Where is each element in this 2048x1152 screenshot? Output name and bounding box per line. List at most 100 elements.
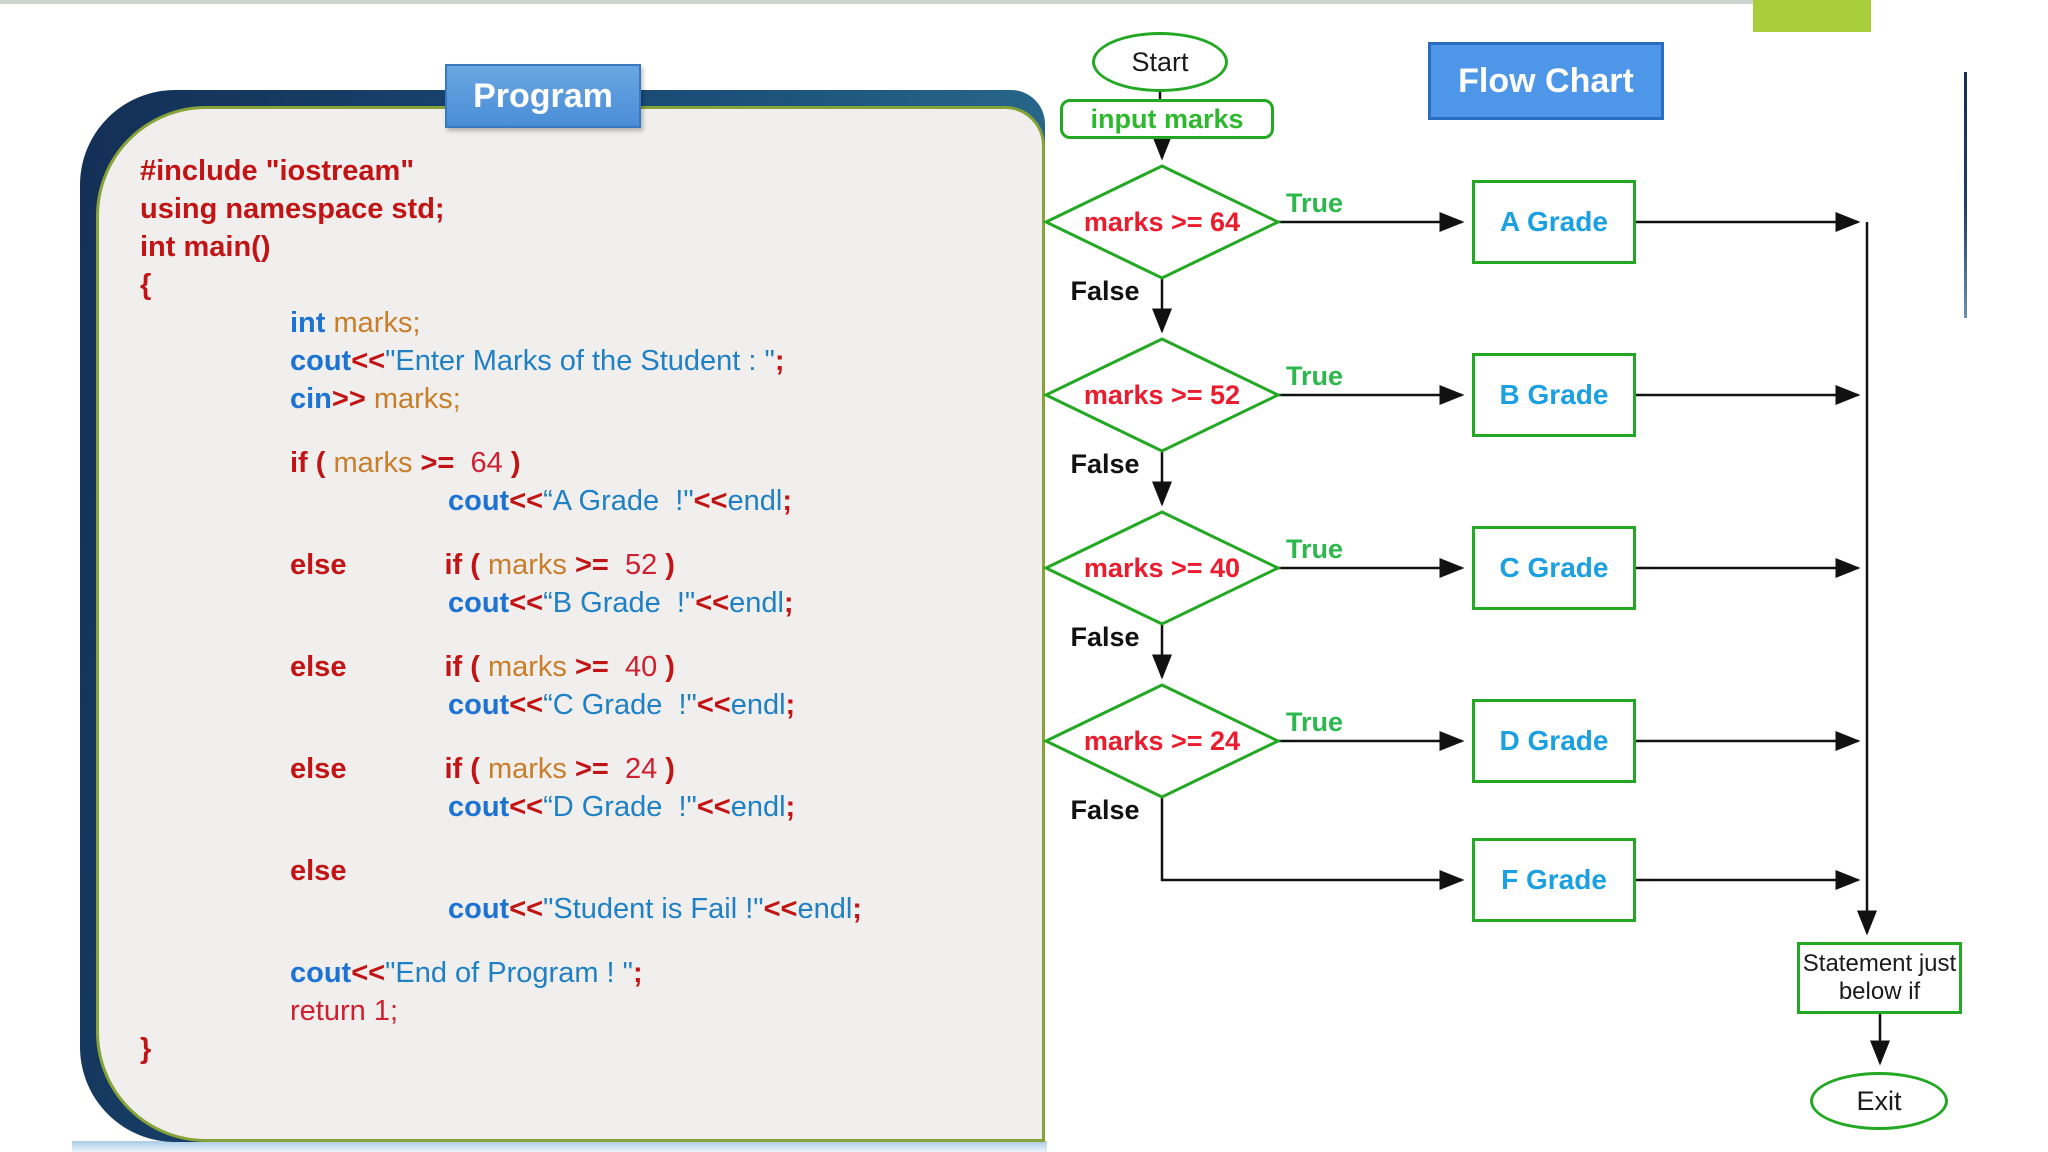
code-token: << — [351, 345, 386, 377]
false-branch-label: False — [1070, 276, 1140, 306]
code-token: cout — [448, 893, 510, 925]
grade-box: B Grade — [1472, 353, 1636, 437]
code-token: << — [696, 791, 731, 823]
code-token: 40 — [624, 651, 658, 683]
code-token: “D Grade !" — [543, 791, 697, 823]
code-line: cout<<"Enter Marks of the Student : "; — [290, 342, 1040, 380]
code-line: cout<<“B Grade !"<<endl; — [448, 584, 1040, 622]
code-token: cin — [290, 383, 332, 415]
code-token: cout — [290, 957, 352, 989]
code-token: << — [693, 485, 728, 517]
code-token: ) — [657, 753, 675, 785]
code-token: "Enter Marks of the Student : " — [385, 345, 775, 377]
code-line: { — [140, 266, 1040, 304]
code-token: if ( — [444, 651, 480, 683]
start-node: Start — [1092, 32, 1228, 92]
code-token: marks — [479, 651, 575, 683]
code-token: << — [695, 587, 730, 619]
code-token: endl — [730, 689, 786, 721]
code-line: #include "iostream" — [140, 152, 1040, 190]
code-token: marks — [325, 447, 421, 479]
true-branch-label: True — [1286, 707, 1344, 737]
true-branch-label: True — [1286, 361, 1344, 391]
code-token: << — [509, 587, 544, 619]
code-token: “A Grade !" — [543, 485, 694, 517]
true-branch-label: True — [1286, 534, 1344, 564]
code-token: return 1; — [290, 995, 398, 1027]
code-line: cin>> marks; — [290, 380, 1040, 418]
code-token: using namespace std; — [140, 193, 445, 225]
code-line: cout<<“A Grade !"<<endl; — [448, 482, 1040, 520]
program-title-badge: Program — [445, 64, 641, 128]
code-line: using namespace std; — [140, 190, 1040, 228]
code-token: ; — [852, 893, 862, 925]
code-token: ; — [782, 485, 792, 517]
code-token: } — [140, 1033, 152, 1065]
code-token: int main() — [140, 231, 271, 263]
code-line: cout<<“D Grade !"<<endl; — [448, 788, 1040, 826]
code-token: ; — [785, 689, 796, 721]
grade-box: A Grade — [1472, 180, 1636, 264]
input-marks-label: input marks — [1090, 103, 1244, 134]
flowchart-title-label: Flow Chart — [1458, 61, 1634, 100]
code-token: int — [290, 307, 326, 339]
code-line: cout<<"Student is Fail !"<<endl; — [448, 890, 1040, 928]
decision-condition-label: marks >= 40 — [1083, 552, 1241, 583]
code-token: ; — [632, 957, 643, 989]
code-token: "Student is Fail !" — [543, 893, 764, 925]
start-label: Start — [1131, 46, 1189, 77]
code-token: cout — [448, 791, 510, 823]
code-token: ) — [657, 549, 675, 581]
code-token: 52 — [624, 549, 658, 581]
code-token: if ( — [444, 753, 480, 785]
code-line: } — [140, 1030, 1040, 1068]
code-token: 24 — [624, 753, 658, 785]
code-token: ; — [785, 791, 796, 823]
code-token: “B Grade !" — [543, 587, 696, 619]
code-token: if ( — [444, 549, 480, 581]
code-token: >= — [574, 549, 625, 581]
code-token: endl — [797, 893, 853, 925]
false-branch-label: False — [1070, 795, 1140, 825]
code-token: marks; — [325, 307, 421, 339]
lime-accent-rect — [1753, 0, 1871, 32]
exit-label: Exit — [1856, 1085, 1902, 1116]
code-token: 64 — [470, 447, 503, 479]
code-token: ; — [783, 587, 794, 619]
code-line: int main() — [140, 228, 1040, 266]
code-line: cout<<"End of Program ! "; — [290, 954, 1040, 992]
code-token: >= — [574, 753, 625, 785]
code-token: endl — [730, 791, 786, 823]
code-token: << — [351, 957, 386, 989]
code-token: >= — [574, 651, 625, 683]
program-code-panel — [96, 106, 1045, 1142]
code-token: { — [140, 269, 152, 301]
code-token: >= — [420, 447, 471, 479]
false-branch-label: False — [1070, 449, 1140, 479]
statement-line2: below if — [1838, 978, 1921, 1005]
exit-node: Exit — [1810, 1072, 1948, 1130]
false-branch-label: False — [1070, 622, 1140, 652]
input-marks-node: input marks — [1060, 99, 1274, 139]
code-line: cout<<“C Grade !"<<endl; — [448, 686, 1040, 724]
code-line: int marks; — [290, 304, 1040, 342]
code-token: else — [290, 855, 347, 887]
code-token: << — [509, 689, 544, 721]
decision-condition-label: marks >= 52 — [1083, 379, 1241, 410]
code-line: else — [290, 852, 1040, 890]
bottom-edge-glow — [72, 1141, 1047, 1152]
code-token: ) — [657, 651, 675, 683]
code-token: marks — [479, 549, 575, 581]
code-token: endl — [729, 587, 784, 619]
top-accent-strip — [0, 0, 1753, 4]
decision-diamond — [1042, 510, 1282, 626]
code-lines: #include "iostream"using namespace std; i… — [140, 152, 1040, 1068]
f-grade-label: F Grade — [1501, 864, 1607, 895]
decision-condition-label: marks >= 24 — [1083, 725, 1241, 756]
decision-diamond — [1042, 683, 1282, 799]
code-token: << — [763, 893, 798, 925]
